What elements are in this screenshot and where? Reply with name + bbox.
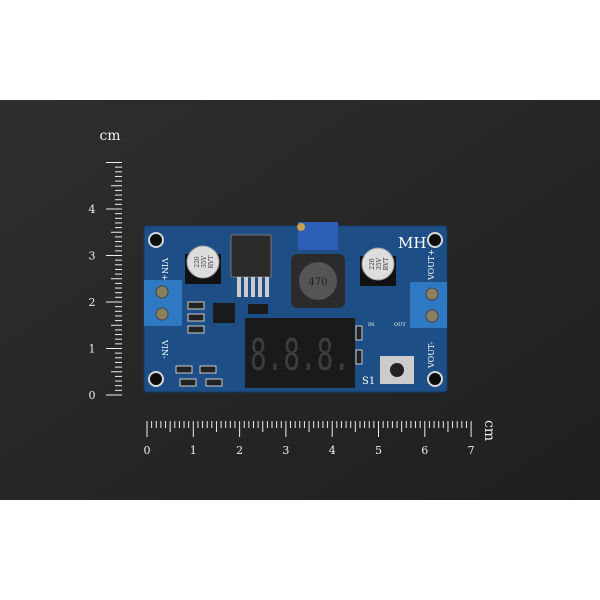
ruler-label: 2: [89, 296, 96, 309]
buck-converter-board: 220 35V RVT 220 35V RVT 470 8.8.8.: [143, 222, 448, 393]
ruler-label: 4: [329, 444, 336, 457]
cap-marking-voltage: 35V: [201, 255, 208, 268]
ruler-label: 0: [144, 444, 151, 457]
horizontal-ruler-unit: cm: [481, 420, 497, 441]
mounting-holes: [148, 232, 443, 387]
brand-label: MH: [398, 234, 426, 252]
switch-label: S1: [362, 376, 375, 387]
ruler-label: 2: [236, 444, 243, 457]
vin-plus-label: VIN+: [160, 257, 169, 281]
inductor-marking: 470: [308, 277, 327, 288]
ruler-label: 1: [89, 343, 96, 356]
ruler-label: 1: [190, 444, 197, 457]
cap-marking-value: 220: [194, 256, 201, 268]
cap-marking-series: RVT: [383, 258, 390, 271]
ruler-label: 6: [421, 444, 428, 457]
vertical-ruler-unit: cm: [99, 128, 120, 144]
input-cap-marking: 220 35V RVT: [194, 255, 215, 268]
ruler-label: 4: [89, 203, 96, 216]
ruler-label: 0: [89, 389, 96, 402]
cap-marking-series: RVT: [208, 256, 215, 269]
output-cap-marking: 220 35V RVT: [369, 257, 390, 270]
ruler-label: 7: [468, 444, 475, 457]
vout-plus-label: VOUT+: [427, 249, 436, 281]
ruler-label: 3: [282, 444, 289, 457]
cap-marking-value: 220: [369, 258, 376, 270]
regulator-ic: [230, 234, 272, 278]
vin-minus-label: VIN-: [160, 339, 169, 359]
ruler-label: 5: [375, 444, 382, 457]
horizontal-ruler: cm 0 1 2 3 4 5 6 7: [144, 420, 498, 457]
ruler-label: 3: [89, 250, 96, 263]
seven-segment-display: [245, 318, 355, 388]
display-digits: 8.8.8.: [250, 330, 350, 381]
led-in-label: IN: [368, 322, 375, 328]
transistor: [213, 303, 235, 323]
led-out-label: OUT: [394, 322, 406, 328]
cap-marking-voltage: 35V: [376, 257, 383, 270]
vout-minus-label: VOUT-: [427, 342, 436, 369]
input-capacitor: [186, 245, 220, 279]
output-capacitor: [361, 247, 395, 281]
vertical-ruler: cm 0 1 2 3 4: [89, 128, 122, 402]
